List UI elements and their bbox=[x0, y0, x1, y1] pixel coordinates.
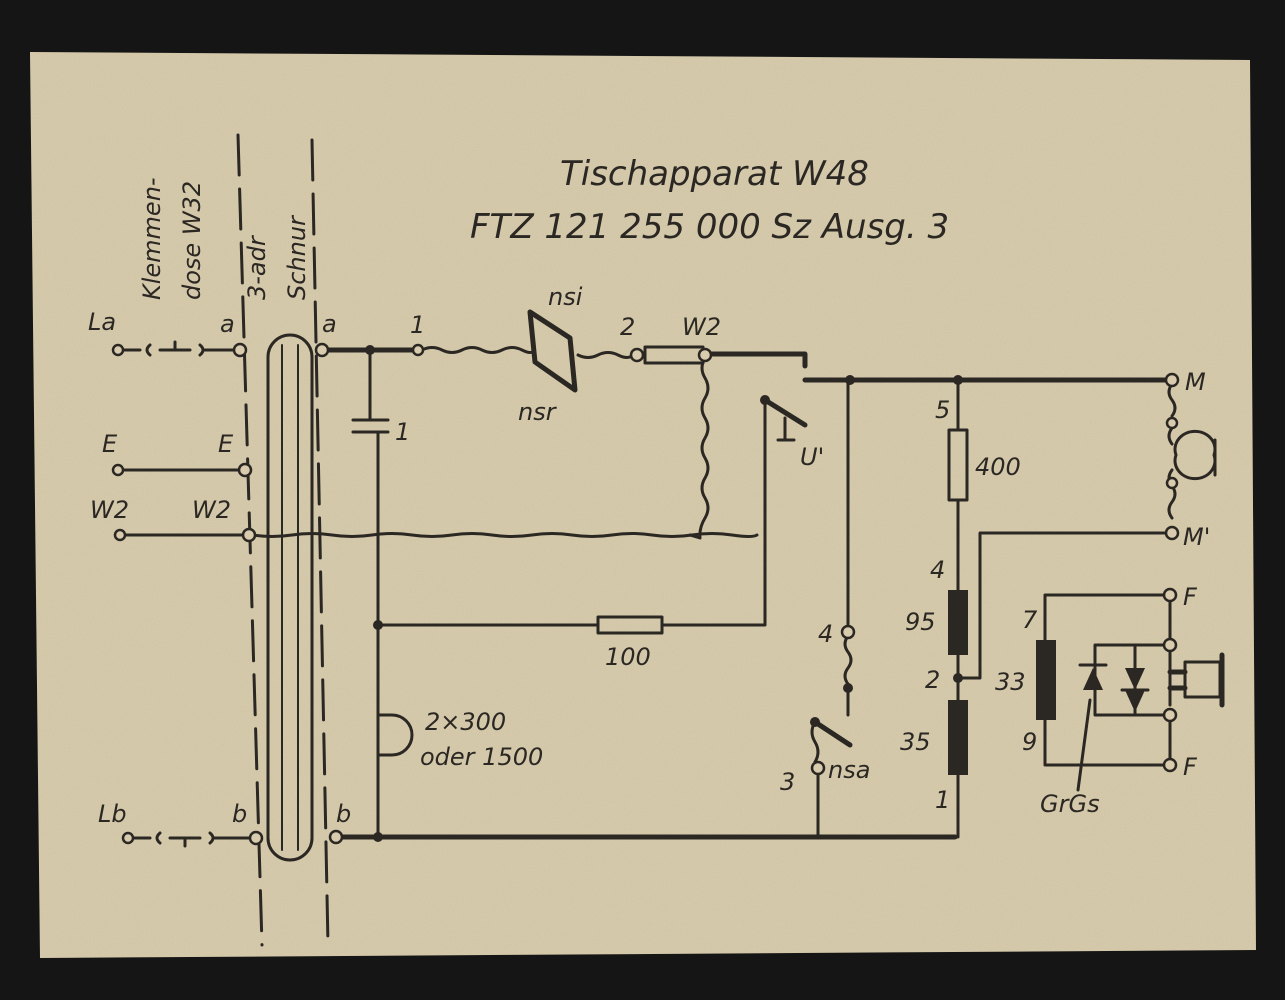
label-m-prime: M' bbox=[1183, 523, 1210, 551]
header-schnur: Schnur bbox=[283, 214, 311, 300]
bell-icon bbox=[376, 713, 414, 757]
label-node1: 1 bbox=[410, 311, 425, 339]
header-dose: dose W32 bbox=[178, 181, 206, 300]
nsa-switch-lever bbox=[812, 719, 853, 748]
label-nsa-4: 4 bbox=[818, 620, 833, 648]
cord-bundle bbox=[266, 333, 314, 862]
hook-switch-lever bbox=[762, 397, 808, 428]
label-e-left: E bbox=[102, 430, 118, 458]
label-a-right: a bbox=[322, 310, 337, 338]
label-r95: 95 bbox=[905, 608, 936, 636]
label-r35: 35 bbox=[900, 728, 931, 756]
resistor-400 bbox=[947, 428, 969, 502]
label-f-bottom: F bbox=[1183, 753, 1198, 781]
la-wire bbox=[120, 340, 238, 357]
label-resistor-100: 100 bbox=[605, 643, 651, 671]
label-node-1: 1 bbox=[935, 786, 950, 814]
label-bell-alt: oder 1500 bbox=[420, 743, 543, 771]
label-node9: 9 bbox=[1022, 728, 1037, 756]
label-f-top: F bbox=[1183, 583, 1198, 611]
label-b-left: b bbox=[232, 800, 247, 828]
label-nsa-3: 3 bbox=[780, 768, 795, 796]
resistor-95 bbox=[948, 590, 968, 655]
label-la: La bbox=[88, 308, 116, 336]
label-nsr: nsr bbox=[518, 398, 558, 426]
diode-icon bbox=[1083, 668, 1103, 690]
resistor-100 bbox=[596, 615, 664, 635]
label-w2-right: W2 bbox=[192, 496, 231, 524]
label-rectifier: GrGs bbox=[1040, 790, 1100, 818]
label-r400: 400 bbox=[975, 453, 1021, 481]
label-node5: 5 bbox=[935, 396, 950, 424]
title-line1: Tischapparat W48 bbox=[560, 154, 869, 194]
microphone-icon bbox=[1167, 382, 1217, 520]
label-b-right: b bbox=[336, 800, 351, 828]
label-node-2: 2 bbox=[925, 666, 940, 694]
label-e-right: E bbox=[218, 430, 234, 458]
label-nsa: nsa bbox=[828, 756, 870, 784]
label-bell: 2×300 bbox=[425, 708, 506, 736]
label-lb: Lb bbox=[98, 800, 127, 828]
terminals bbox=[111, 342, 1180, 846]
title-line2: FTZ 121 255 000 Sz Ausg. 3 bbox=[470, 207, 949, 247]
header-klemmendose: Klemmen- bbox=[138, 177, 166, 300]
label-node7: 7 bbox=[1022, 606, 1038, 634]
header-3adr: 3-adr bbox=[243, 234, 271, 300]
label-r33: 33 bbox=[995, 668, 1026, 696]
label-a-left: a bbox=[220, 310, 235, 338]
resistor-33 bbox=[1036, 640, 1056, 720]
label-node4: 4 bbox=[930, 556, 945, 584]
nsi-nsr-switch bbox=[527, 309, 578, 393]
label-hook-switch: U' bbox=[800, 443, 824, 471]
label-node2: 2 bbox=[620, 313, 635, 341]
label-w2-resistor: W2 bbox=[682, 313, 721, 341]
label-m: M bbox=[1185, 368, 1206, 396]
separator-right bbox=[310, 138, 330, 947]
label-nsi: nsi bbox=[548, 283, 583, 311]
resistor-35 bbox=[948, 700, 968, 775]
label-w2-left: W2 bbox=[90, 496, 129, 524]
label-capacitor: 1 bbox=[395, 418, 410, 446]
